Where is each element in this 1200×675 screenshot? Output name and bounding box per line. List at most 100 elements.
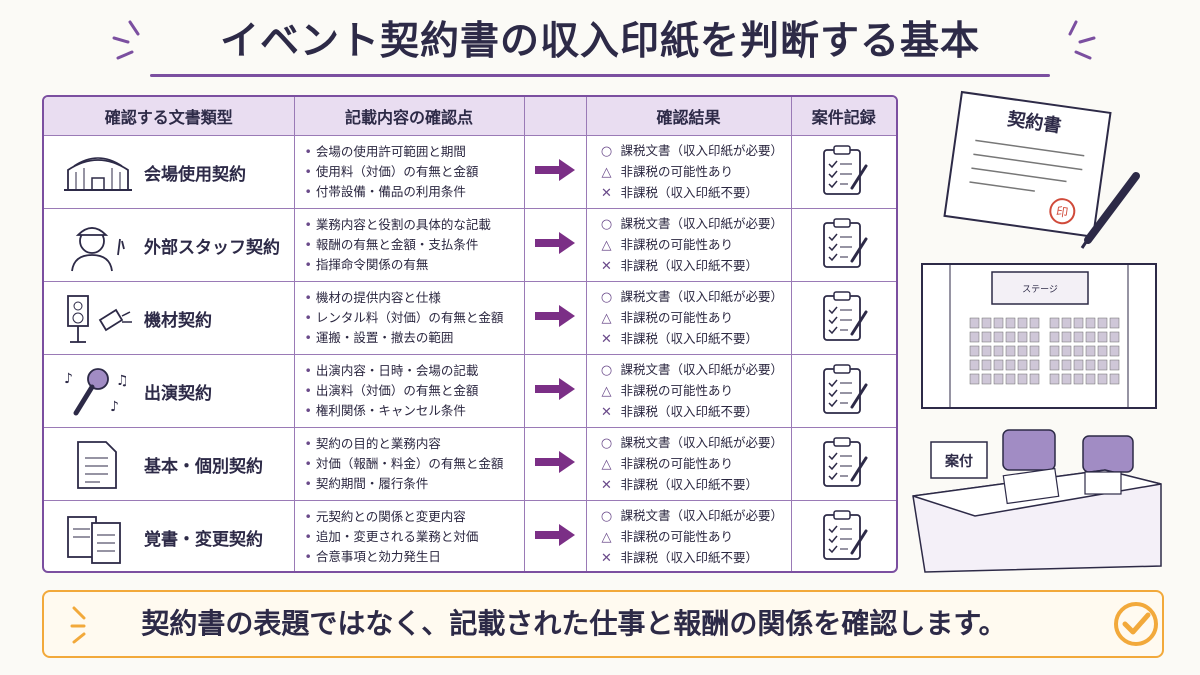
arrow-right-icon (535, 159, 575, 181)
seat-mark (993, 331, 1004, 343)
result-label: 非課税（収入印紙不要） (620, 257, 759, 273)
result-cell: ○課税文書（収入印紙が必要）△非課税の可能性あり✕非課税（収入印紙不要） (586, 135, 792, 209)
seat-mark (1029, 345, 1040, 357)
seat-mark (1005, 317, 1016, 329)
seat-mark (1097, 373, 1108, 385)
result-label: 非課税（収入印紙不要） (620, 403, 759, 419)
document-type-cell: 外部スタッフ契約 (44, 208, 295, 282)
pen-icon (1080, 172, 1140, 249)
seat-mark (993, 317, 1004, 329)
check-point-item: 会場の使用許可範囲と期間 (305, 142, 524, 162)
cross-mark-icon: ✕ (601, 331, 612, 347)
seat-mark (1005, 331, 1016, 343)
seat-mark (981, 345, 992, 357)
header-check-points: 記載内容の確認点 (294, 97, 525, 136)
svg-text:♫: ♫ (116, 373, 129, 389)
result-label: 非課税（収入印紙不要） (620, 184, 759, 200)
result-cell: ○課税文書（収入印紙が必要）△非課税の可能性あり ✕ 非課税（収入印紙不要） (586, 427, 792, 501)
seat-mark (1005, 359, 1016, 371)
arrow-cell (524, 427, 587, 501)
clipboard-checklist-icon (822, 437, 868, 487)
seat-mark (1109, 345, 1120, 357)
check-points-cell: 契約の目的と業務内容対価（報酬・料金）の有無と金額契約期間・履行条件 (294, 427, 525, 501)
seat-mark (993, 345, 1004, 357)
seat-mark (1073, 359, 1084, 371)
seat-mark (1061, 345, 1072, 357)
arrow-right-icon (535, 305, 575, 327)
result-label: 課税文書（収入印紙が必要） (620, 215, 784, 231)
seat-mark (1109, 331, 1120, 343)
seat-mark (1085, 359, 1096, 371)
seat-mark (1049, 331, 1060, 343)
cross-mark-icon: ✕ (601, 550, 612, 566)
header-arrow (524, 97, 587, 136)
seat-mark (1017, 373, 1028, 385)
footer-note: 契約書の表題ではなく、記載された仕事と報酬の関係を確認します。 (42, 590, 1164, 658)
title-underline (150, 74, 1050, 77)
seat-mark (1085, 331, 1096, 343)
result-label: 非課税（収入印紙不要） (620, 476, 759, 492)
svg-text:♪: ♪ (110, 399, 119, 415)
document-type-cell: ♪♫♪ 出演契約 (44, 354, 295, 428)
table-row: ♪♫♪ 出演契約 出演内容・日時・会場の記載出演料（対価）の有無と金額権利関係・… (44, 354, 896, 428)
seat-mark (1109, 359, 1120, 371)
seat-mark (1097, 317, 1108, 329)
staff-person-icon (71, 227, 125, 272)
result-label: 非課税の可能性あり (620, 528, 734, 544)
arrow-right-icon (535, 451, 575, 473)
seat-mark (1109, 317, 1120, 329)
seat-mark (981, 359, 992, 371)
seat-mark (1005, 373, 1016, 385)
document-type-cell: 覚書・変更契約 (44, 500, 295, 571)
seat-mark (1017, 359, 1028, 371)
circle-mark-icon: ○ (600, 362, 613, 378)
result-item: ✕ 非課税（収入印紙不要） (599, 402, 791, 423)
seat-mark (1005, 345, 1016, 357)
header-document-type: 確認する文書類型 (44, 97, 295, 136)
result-label: 課税文書（収入印紙が必要） (620, 361, 784, 377)
result-item: ✕ 非課税（収入印紙不要） (599, 183, 791, 204)
cross-mark-icon: ✕ (601, 185, 612, 201)
check-point-item: 付帯設備・備品の利用条件 (305, 182, 524, 202)
document-icon (77, 441, 117, 489)
document-type-cell: 機材契約 (44, 281, 295, 355)
result-label: 非課税の可能性あり (620, 163, 734, 179)
floor-plan-illustration: ステージ (921, 263, 1157, 409)
cross-mark-icon: ✕ (601, 477, 612, 493)
result-item: ○課税文書（収入印紙が必要） (599, 214, 791, 235)
result-label: 非課税の可能性あり (620, 236, 734, 252)
seat-mark (1097, 359, 1108, 371)
seat-mark (969, 359, 980, 371)
check-points-cell: 機材の提供内容と仕様レンタル料（対価）の有無と金額運搬・設置・撤去の範囲 (294, 281, 525, 355)
result-item: ✕非課税（収入印紙不要） (599, 329, 791, 350)
result-item: △非課税の可能性あり (599, 454, 791, 475)
table-row: 会場使用契約 会場の使用許可範囲と期間使用料（対価）の有無と金額付帯設備・備品の… (44, 135, 896, 209)
record-cell (791, 281, 896, 355)
seat-mark (1073, 373, 1084, 385)
circle-mark-icon: ○ (600, 435, 613, 451)
footer-text: 契約書の表題ではなく、記載された仕事と報酬の関係を確認します。 (141, 607, 1007, 640)
check-point-item: 対価（報酬・料金）の有無と金額 (305, 454, 524, 474)
seat-mark (1073, 345, 1084, 357)
record-cell (791, 354, 896, 428)
result-item: ○課税文書（収入印紙が必要） (599, 433, 791, 454)
result-item: ○課税文書（収入印紙が必要） (599, 287, 791, 308)
seat-mark (969, 373, 980, 385)
check-point-item: 出演内容・日時・会場の記載 (305, 361, 524, 381)
seat-mark (981, 317, 992, 329)
record-cell (791, 135, 896, 209)
cross-mark-icon: ✕ (601, 258, 612, 274)
clipboard-checklist-icon (822, 364, 868, 414)
two-documents-icon (67, 516, 121, 564)
seat-mark (981, 373, 992, 385)
cross-mark-icon: ✕ (601, 404, 612, 420)
seat-mark (993, 373, 1004, 385)
seat-mark (1109, 373, 1120, 385)
result-label: 課税文書（収入印紙が必要） (620, 507, 784, 523)
seat-mark (993, 359, 1004, 371)
clipboard-checklist-icon (822, 291, 868, 341)
table-row: 基本・個別契約 契約の目的と業務内容対価（報酬・料金）の有無と金額契約期間・履行… (44, 427, 896, 501)
result-item: ○課税文書（収入印紙が必要） (599, 141, 791, 162)
result-item: ✕非課税（収入印紙不要） (599, 548, 791, 569)
seat-mark (1061, 331, 1072, 343)
